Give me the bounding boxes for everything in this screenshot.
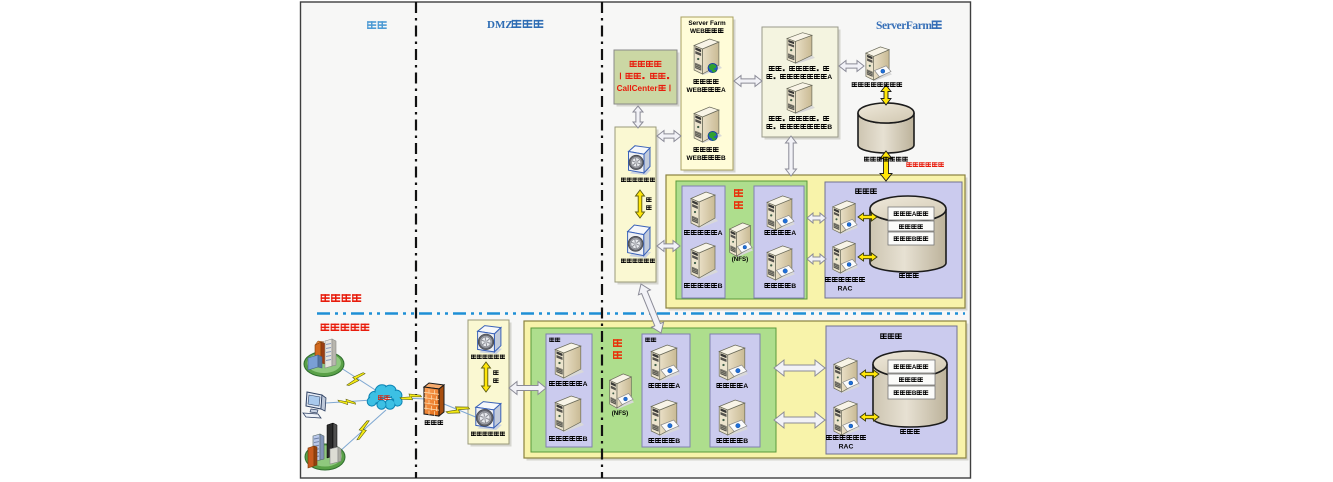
svg-text:B: B xyxy=(827,124,832,131)
svg-text:WEB: WEB xyxy=(687,87,702,94)
svg-text:A: A xyxy=(721,87,726,94)
svg-text:A: A xyxy=(583,381,588,388)
svg-text:Server Farm: Server Farm xyxy=(688,20,726,27)
svg-text:DMZ: DMZ xyxy=(487,19,513,31)
svg-text:B: B xyxy=(791,283,796,290)
svg-text:ServerFarm: ServerFarm xyxy=(876,20,932,32)
svg-text:A: A xyxy=(912,211,917,218)
svg-text:A: A xyxy=(718,230,723,237)
svg-text:WEB: WEB xyxy=(690,28,705,35)
svg-text:RAC: RAC xyxy=(839,444,854,451)
svg-text:A: A xyxy=(743,383,748,390)
svg-text:B: B xyxy=(718,283,723,290)
svg-text:B: B xyxy=(675,438,680,445)
svg-text:(NFS): (NFS) xyxy=(732,256,749,263)
svg-text:RAC: RAC xyxy=(838,286,853,293)
svg-text:CallCenter: CallCenter xyxy=(617,84,659,93)
svg-text:A: A xyxy=(675,383,680,390)
svg-text:WEB: WEB xyxy=(687,155,702,162)
svg-text:B: B xyxy=(912,390,917,397)
svg-text:B: B xyxy=(721,155,726,162)
svg-text:A: A xyxy=(912,364,917,371)
svg-text:A: A xyxy=(827,74,832,81)
svg-text:(NFS): (NFS) xyxy=(612,410,629,417)
svg-text:B: B xyxy=(583,436,588,443)
svg-text:B: B xyxy=(743,438,748,445)
svg-text:A: A xyxy=(791,230,796,237)
svg-text:B: B xyxy=(912,236,917,243)
